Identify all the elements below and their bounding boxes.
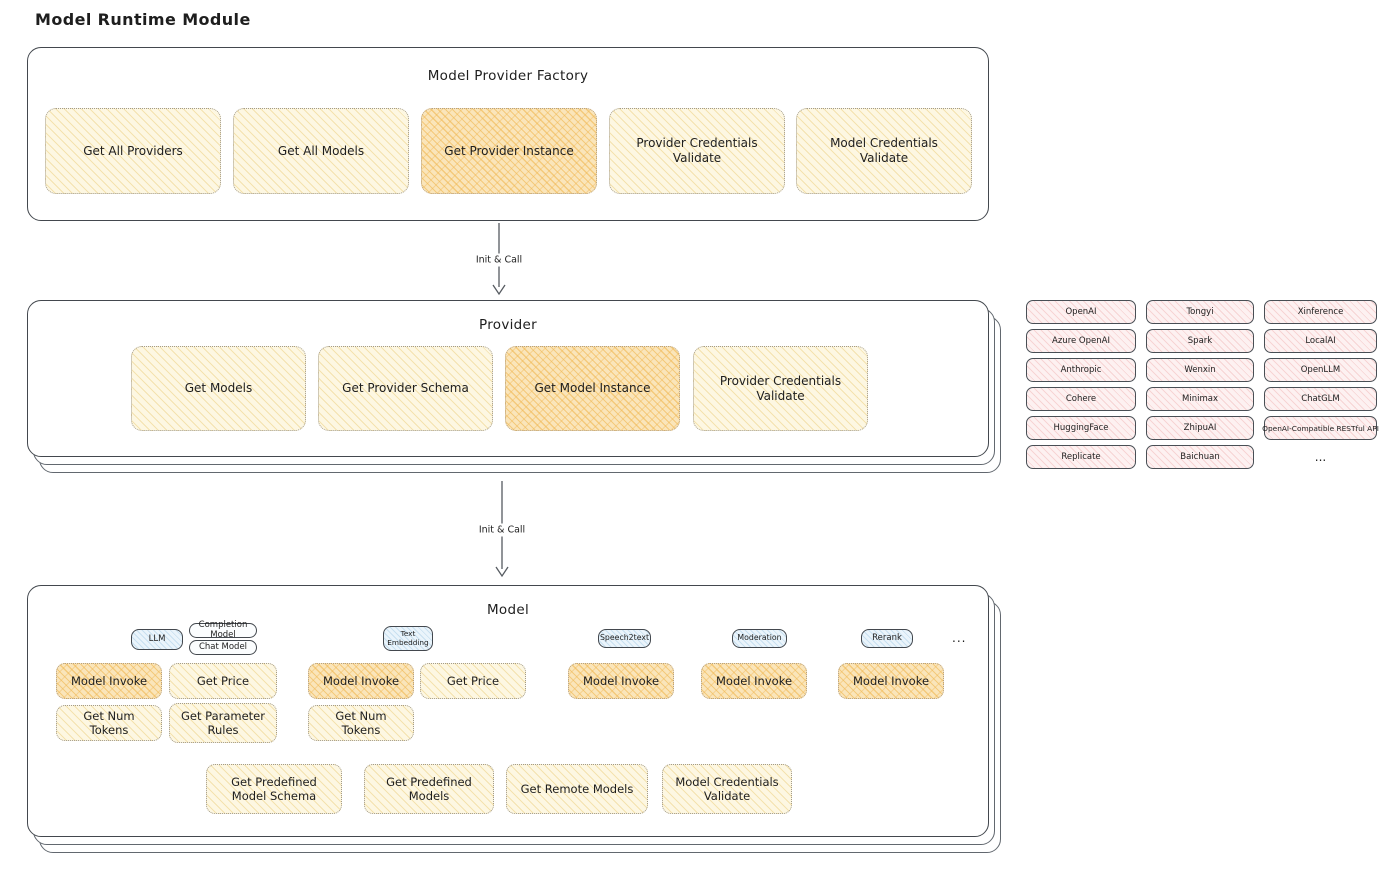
vendor-chip-openai: OpenAI [1026, 300, 1136, 324]
provider-item-get-model-instance: Get Model Instance [505, 346, 680, 431]
vendor-chip-openai-compatible-restful-api: OpenAI-Compatible RESTful API [1262, 416, 1379, 440]
provider-item-get-provider-schema: Get Provider Schema [318, 346, 493, 431]
op-llm-get-parameter-rules: Get Parameter Rules [169, 703, 277, 743]
model-title: Model [486, 602, 530, 618]
page-title: Model Runtime Module [35, 10, 251, 29]
factory-item-get-all-providers: Get All Providers [45, 108, 221, 194]
op-get-remote-models: Get Remote Models [506, 764, 648, 814]
provider-box: Provider Get Models Get Provider Schema … [27, 300, 989, 457]
vendor-chip-localai: LocalAI [1264, 329, 1377, 353]
vendor-more-ellipsis: ... [1314, 450, 1327, 464]
op-model-credentials-validate: Model Credentials Validate [662, 764, 792, 814]
tag-llm: LLM [131, 629, 183, 650]
op-embedding-get-price: Get Price [420, 663, 526, 699]
factory-item-model-credentials-validate: Model Credentials Validate [796, 108, 972, 194]
factory-item-provider-credentials-validate: Provider Credentials Validate [609, 108, 785, 194]
vendor-chip-azure-openai: Azure OpenAI [1026, 329, 1136, 353]
vendor-chip-openllm: OpenLLM [1264, 358, 1377, 382]
init-call-arrow-2: Init & Call [474, 481, 530, 578]
op-llm-get-price: Get Price [169, 663, 277, 699]
tag-completion-model: Completion Model [189, 620, 257, 639]
op-embedding-get-num-tokens: Get Num Tokens [308, 705, 414, 741]
op-embedding-model-invoke: Model Invoke [308, 663, 414, 699]
factory-title: Model Provider Factory [427, 68, 589, 84]
vendor-chip-tongyi: Tongyi [1146, 300, 1254, 324]
tag-speech2text: Speech2text [598, 629, 651, 648]
tag-text-embedding: Text Embedding [383, 626, 433, 651]
op-get-predefined-model-schema: Get Predefined Model Schema [206, 764, 342, 814]
arrow-label: Init & Call [474, 523, 530, 536]
vendor-chip-spark: Spark [1146, 329, 1254, 353]
provider-item-get-models: Get Models [131, 346, 306, 431]
provider-title: Provider [479, 317, 537, 333]
tags-more-ellipsis: ... [952, 631, 967, 645]
factory-item-get-all-models: Get All Models [233, 108, 409, 194]
op-llm-get-num-tokens: Get Num Tokens [56, 705, 162, 741]
vendor-chip-minimax: Minimax [1146, 387, 1254, 411]
factory-box: Model Provider Factory Get All Providers… [27, 47, 989, 221]
vendor-grid: OpenAI Tongyi Xinference Azure OpenAI Sp… [1026, 300, 1379, 469]
tag-chat-model: Chat Model [189, 640, 257, 655]
tag-rerank: Rerank [861, 629, 913, 648]
factory-item-get-provider-instance: Get Provider Instance [421, 108, 597, 194]
vendor-chip-zhipuai: ZhipuAI [1146, 416, 1254, 440]
provider-item-provider-credentials-validate: Provider Credentials Validate [693, 346, 868, 431]
vendor-chip-huggingface: HuggingFace [1026, 416, 1136, 440]
op-llm-model-invoke: Model Invoke [56, 663, 162, 699]
vendor-chip-wenxin: Wenxin [1146, 358, 1254, 382]
vendor-chip-xinference: Xinference [1264, 300, 1377, 324]
op-get-predefined-models: Get Predefined Models [364, 764, 494, 814]
vendor-chip-baichuan: Baichuan [1146, 445, 1254, 469]
vendor-chip-anthropic: Anthropic [1026, 358, 1136, 382]
op-speech2text-model-invoke: Model Invoke [568, 663, 674, 699]
vendor-chip-cohere: Cohere [1026, 387, 1136, 411]
tag-moderation: Moderation [732, 629, 787, 648]
vendor-chip-replicate: Replicate [1026, 445, 1136, 469]
op-rerank-model-invoke: Model Invoke [838, 663, 944, 699]
op-moderation-model-invoke: Model Invoke [701, 663, 807, 699]
init-call-arrow-1: Init & Call [471, 223, 527, 296]
vendor-chip-chatglm: ChatGLM [1264, 387, 1377, 411]
arrow-label: Init & Call [471, 253, 527, 266]
model-box: Model LLM Completion Model Chat Model Te… [27, 585, 989, 837]
